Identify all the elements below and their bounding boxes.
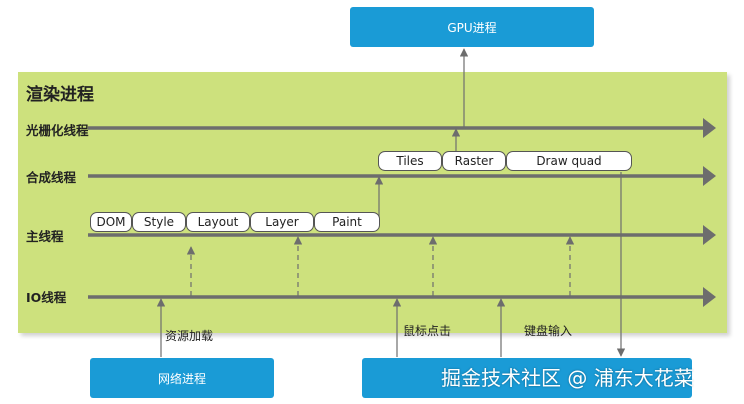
task-layout: Layout [186,212,250,232]
task-draw-quad: Draw quad [506,151,632,171]
task-paint-label: Paint [332,215,362,229]
task-draw-quad-label: Draw quad [536,154,602,168]
task-layer: Layer [250,212,314,232]
keyboard-input-label: 键盘输入 [524,324,573,338]
task-dom-label: DOM [96,215,126,229]
raster-thread-arrow [88,118,716,138]
compositor-thread-label: 合成线程 [26,170,77,185]
io-thread-arrow [88,287,716,307]
task-raster-label: Raster [454,154,494,168]
task-style-label: Style [143,215,175,229]
task-style: Style [132,212,186,232]
resource-loading-label: 资源加载 [165,329,214,343]
task-raster: Raster [442,151,506,171]
network-process-label: 网络进程 [157,371,206,386]
main-thread-label: 主线程 [26,229,64,244]
main-thread-arrow [88,225,716,245]
task-tiles-label: Tiles [396,154,424,168]
compositor-thread-arrow [88,166,716,186]
task-dom: DOM [90,212,132,232]
gpu-process-label: GPU进程 [447,20,497,35]
watermark-text: 掘金技术社区 @ 浦东大花菜 [441,366,694,390]
raster-thread-label: 光栅化线程 [26,123,89,138]
render-process-title: 渲染进程 [26,85,94,105]
io-thread-label: IO线程 [26,290,67,305]
task-paint: Paint [314,212,380,232]
task-layer-label: Layer [265,215,299,229]
mouse-click-label: 鼠标点击 [403,324,452,338]
render-process-area [18,72,727,333]
task-layout-label: Layout [197,215,239,229]
gpu-process-box: GPU进程 [350,7,594,47]
task-tiles: Tiles [378,151,442,171]
network-process-box: 网络进程 [90,358,274,398]
browser-process-box [362,358,692,398]
